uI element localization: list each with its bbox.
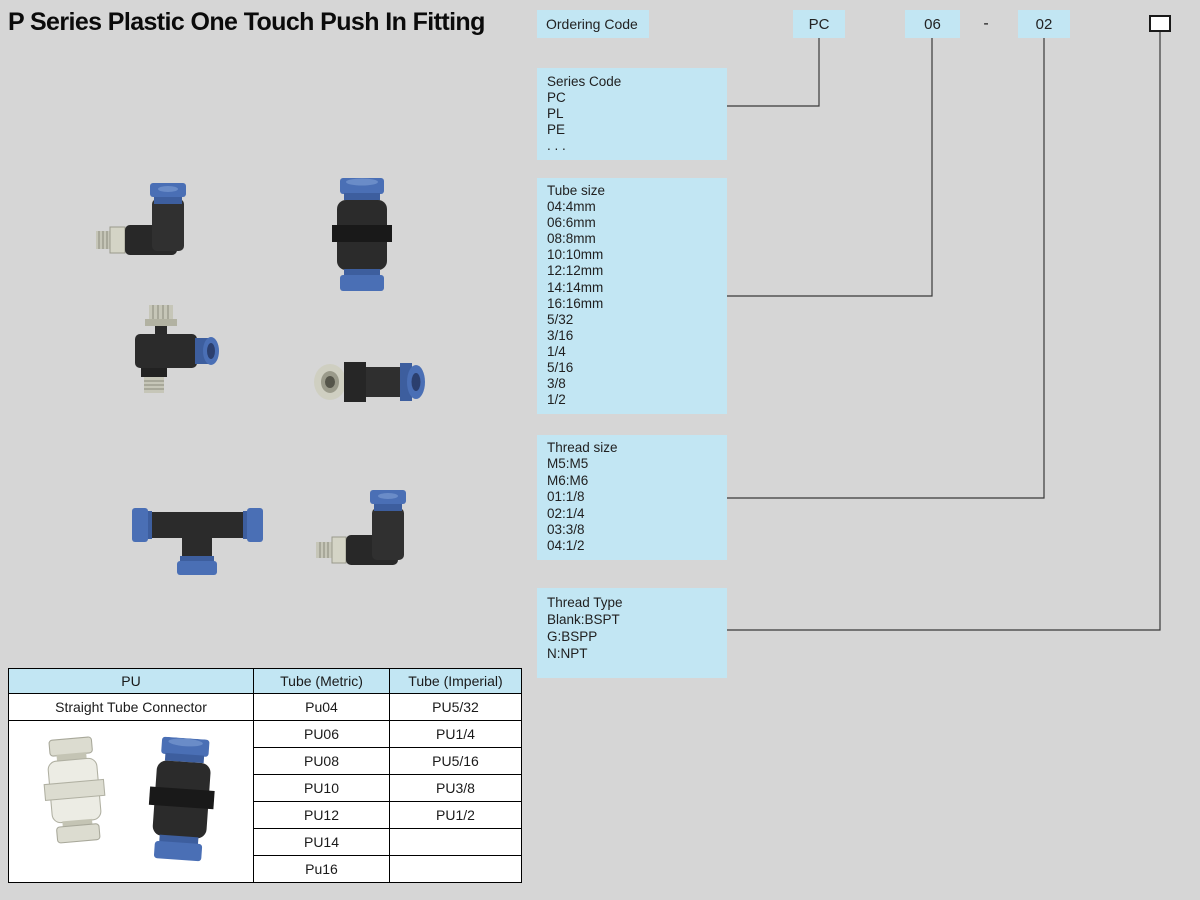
product-photo-speed-controller-fitting	[135, 305, 219, 393]
tube-size-option: 10:10mm	[547, 247, 604, 263]
thread-size-option: 01:1/8	[547, 489, 585, 505]
tube-size-option: 06:6mm	[547, 215, 596, 231]
table-row: Pu16	[9, 855, 522, 883]
tube-size-option: 5/16	[547, 360, 574, 376]
product-photo-male-elbow-fitting	[316, 490, 406, 565]
series-option: PL	[547, 106, 564, 121]
tube-size-option: 08:8mm	[547, 231, 596, 247]
product-photo-straight-connector-white	[27, 733, 123, 871]
thread-size-option: 02:1/4	[547, 505, 585, 521]
tube-size-option: 12:12mm	[547, 263, 604, 279]
tube-size-box: Tube size 04:4mm 06:6mm 08:8mm 10:10mm 1…	[537, 178, 727, 414]
table-row: PU10 PU3/8	[9, 774, 522, 802]
imperial-cell	[389, 828, 522, 856]
header-tube-imperial: Tube (Imperial)	[389, 668, 522, 694]
tube-size-option: 3/16	[547, 327, 574, 343]
product-name-cell: Straight Tube Connector	[8, 693, 254, 721]
table-row: PU12 PU1/2	[9, 801, 522, 829]
imperial-cell: PU5/16	[389, 747, 522, 775]
series-code-box: Series Code PC PL PE . . .	[537, 68, 727, 160]
box-title: Series Code	[547, 74, 622, 89]
table-row: PU08 PU5/16	[9, 747, 522, 775]
metric-cell: PU06	[253, 720, 390, 748]
metric-cell: PU08	[253, 747, 390, 775]
thread-type-option: G:BSPP	[547, 629, 598, 644]
tube-size-option: 5/32	[547, 311, 574, 327]
box-title: Tube size	[547, 183, 606, 198]
tube-size-option: 16:16mm	[547, 295, 604, 311]
thread-size-option: M6:M6	[547, 472, 589, 488]
thread-type-option: Blank:BSPT	[547, 612, 620, 627]
thread-size-option: 04:1/2	[547, 538, 585, 554]
series-option: . . .	[547, 138, 566, 153]
table-row: Straight Tube Connector Pu04 PU5/32	[8, 693, 522, 721]
imperial-cell: PU1/4	[389, 720, 522, 748]
series-option: PE	[547, 122, 566, 137]
page-title: P Series Plastic One Touch Push In Fitti…	[8, 8, 485, 36]
thread-size-box: Thread size M5:M5 M6:M6 01:1/8 02:1/4 03…	[537, 435, 727, 560]
series-option: PC	[547, 90, 566, 105]
tube-size-option: 3/8	[547, 376, 566, 392]
code-tube-box: 06	[905, 10, 960, 38]
table-header-row: PU Tube (Metric) Tube (Imperial)	[8, 668, 522, 694]
imperial-cell: PU5/32	[389, 693, 522, 721]
table-row: PU06 PU1/4	[8, 720, 522, 883]
metric-cell: Pu16	[253, 855, 390, 883]
product-photo-tee-union-fitting	[132, 508, 263, 575]
imperial-cell: PU3/8	[389, 774, 522, 802]
tube-size-option: 04:4mm	[547, 199, 596, 215]
product-photos-cell	[8, 720, 254, 883]
tube-size-option: 14:14mm	[547, 279, 604, 295]
pu-product-table: PU Tube (Metric) Tube (Imperial) Straigh…	[8, 668, 522, 883]
ordering-code-label: Ordering Code	[537, 10, 649, 38]
imperial-cell: PU1/2	[389, 801, 522, 829]
product-photos	[10, 735, 253, 868]
thread-type-placeholder-box	[1149, 15, 1171, 32]
box-title: Thread Type	[547, 595, 623, 610]
metric-cell: PU12	[253, 801, 390, 829]
metric-cell: Pu04	[253, 693, 390, 721]
thread-type-option: N:NPT	[547, 646, 588, 661]
tube-size-option: 1/4	[547, 343, 566, 359]
header-pu: PU	[8, 668, 254, 694]
thread-size-option: 03:3/8	[547, 522, 585, 538]
product-photo-elbow-push-in-fitting	[96, 183, 186, 255]
imperial-cell	[389, 855, 522, 883]
table-row: PU14	[9, 828, 522, 856]
product-photo-straight-union-fitting	[332, 178, 392, 291]
product-photo-straight-connector-black	[130, 735, 234, 868]
tube-size-option: 1/2	[547, 392, 566, 408]
box-title: Thread size	[547, 440, 618, 455]
metric-cell: PU10	[253, 774, 390, 802]
metric-cell: PU14	[253, 828, 390, 856]
header-tube-metric: Tube (Metric)	[253, 668, 390, 694]
thread-size-option: M5:M5	[547, 456, 589, 472]
code-separator: -	[983, 15, 989, 32]
code-series-box: PC	[793, 10, 845, 38]
thread-type-box: Thread Type Blank:BSPT G:BSPP N:NPT	[537, 588, 727, 678]
code-thread-box: 02	[1018, 10, 1070, 38]
product-photo-male-straight-fitting	[314, 362, 425, 402]
